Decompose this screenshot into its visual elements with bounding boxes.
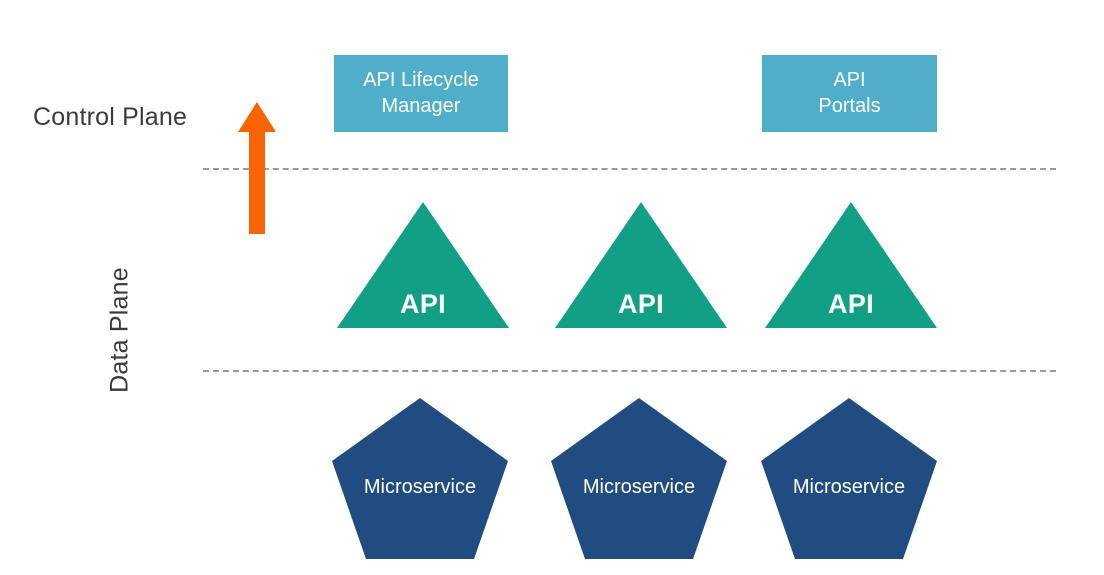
data-backend-divider-line — [203, 370, 1056, 372]
up-arrow-icon — [237, 102, 277, 234]
api-lifecycle-manager-label: API Lifecycle Manager — [363, 68, 479, 119]
api-triangle[interactable]: API — [555, 202, 727, 328]
api-triangle-label: API — [828, 289, 874, 319]
microservice-pentagon-label: Microservice — [792, 476, 906, 498]
api-triangle[interactable]: API — [765, 202, 937, 328]
data-plane-label: Data Plane — [105, 267, 134, 393]
control-plane-label: Control Plane — [33, 103, 188, 131]
microservice-pentagon[interactable]: Microservice — [761, 398, 937, 559]
api-lifecycle-manager-box[interactable]: API Lifecycle Manager — [334, 55, 508, 132]
microservice-pentagon-label: Microservice — [582, 476, 696, 498]
api-lifecycle-manager-label-line2: Manager — [381, 94, 461, 117]
api-lifecycle-manager-label-line1: API Lifecycle — [363, 68, 479, 91]
api-portals-label-line1: API — [833, 68, 866, 91]
api-triangle[interactable]: API — [337, 202, 509, 328]
api-portals-box[interactable]: API Portals — [762, 55, 937, 132]
api-portals-label: API Portals — [818, 68, 880, 119]
api-triangle-label: API — [618, 289, 664, 319]
control-data-divider-line — [203, 168, 1056, 170]
microservice-pentagon-label: Microservice — [363, 476, 477, 498]
microservice-pentagon[interactable]: Microservice — [332, 398, 508, 559]
microservice-pentagon[interactable]: Microservice — [551, 398, 727, 559]
api-portals-label-line2: Portals — [818, 94, 881, 117]
api-triangle-label: API — [400, 289, 446, 319]
